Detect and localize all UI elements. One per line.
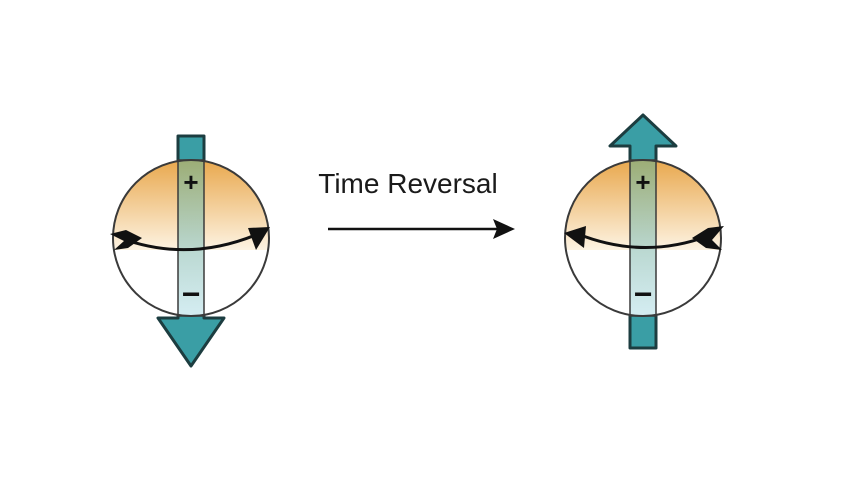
left-dipole-bar xyxy=(177,159,205,317)
right-negative-sign: − xyxy=(634,276,653,312)
left-positive-sign: + xyxy=(183,167,198,197)
right-particle: + − xyxy=(564,113,724,350)
right-arrow-icon xyxy=(328,219,515,239)
left-particle: + − xyxy=(110,134,270,368)
right-dipole-bar xyxy=(629,159,657,317)
left-negative-sign: − xyxy=(182,276,201,312)
right-positive-sign: + xyxy=(635,167,650,197)
time-reversal-label: Time Reversal xyxy=(318,168,497,199)
curved-arrow-right-icon xyxy=(110,227,270,252)
curved-arrow-left-icon xyxy=(564,226,724,250)
